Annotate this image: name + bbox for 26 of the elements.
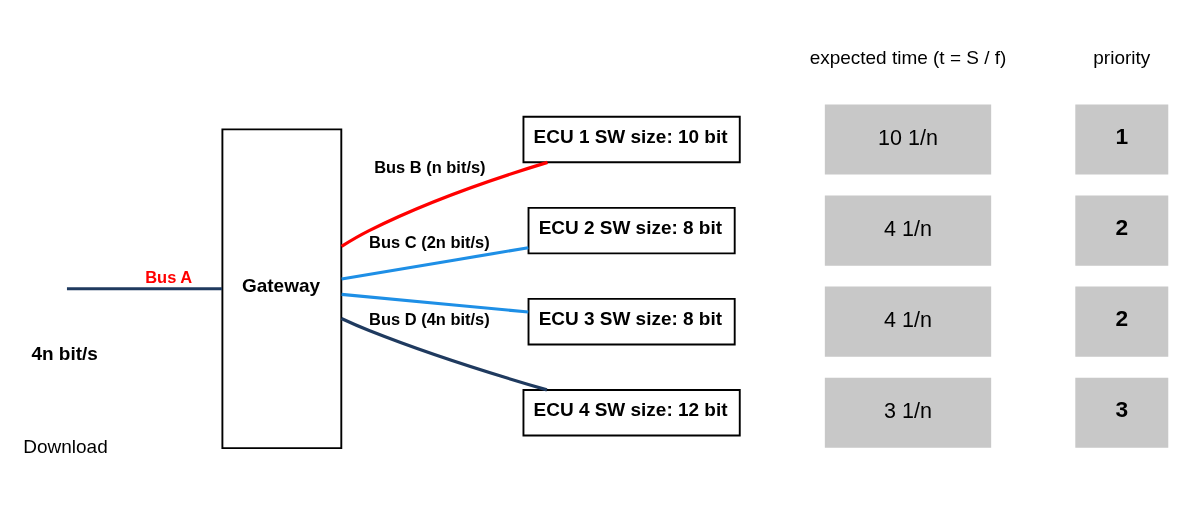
- connector: [340, 160, 548, 248]
- label: 3: [1115, 396, 1129, 423]
- label: 2: [1115, 304, 1129, 331]
- label: 4 1/n: [884, 307, 932, 332]
- node-box: ECU 1 SW size: 10 bit: [522, 115, 741, 164]
- node-box: ECU 2 SW size: 8 bit: [527, 206, 736, 255]
- connector: [341, 292, 529, 314]
- label: 2: [1115, 213, 1129, 240]
- edge-label: Bus D (4n bit/s): [369, 309, 490, 328]
- edge-label: Bus A: [145, 267, 193, 286]
- edge-label: Bus C (2n bit/s): [369, 232, 490, 251]
- label: 1: [1115, 122, 1129, 149]
- connector: [340, 317, 548, 392]
- node-box: Gateway: [221, 128, 343, 450]
- label: Download: [23, 435, 108, 457]
- label: 3 1/n: [884, 398, 932, 423]
- node-box: ECU 4 SW size: 12 bit: [522, 389, 741, 437]
- label: 10 1/n: [878, 125, 938, 150]
- label: expected time (t = S / f): [809, 47, 1007, 69]
- label: priority: [1093, 47, 1151, 69]
- connector: [66, 287, 223, 291]
- label: 4 1/n: [884, 216, 932, 241]
- edge-label: Bus B (n bit/s): [374, 157, 486, 176]
- node-box: ECU 3 SW size: 8 bit: [527, 297, 736, 346]
- label: 4n bit/s: [31, 343, 98, 365]
- connector: [341, 246, 529, 281]
